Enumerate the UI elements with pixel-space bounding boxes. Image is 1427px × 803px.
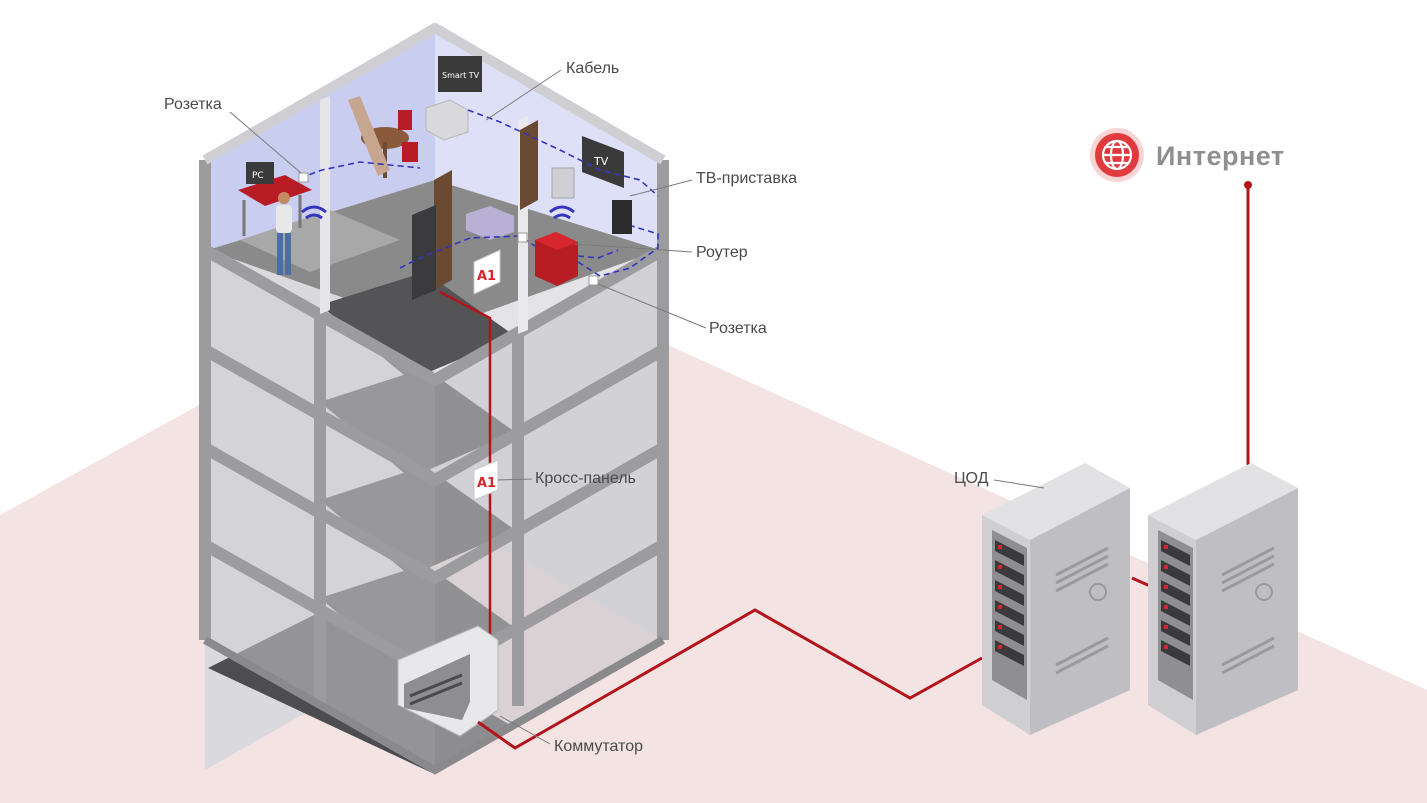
trunk-cable [477,608,983,750]
router-device [535,232,578,286]
label-switch: Коммутатор [554,738,644,755]
router-wifi-icon [549,205,575,220]
person [276,192,292,275]
building: PC Smart TV TV [199,23,669,775]
label-tv-box: ТВ-приставка [696,170,798,187]
door-2 [434,170,452,290]
brand-logo-2: A1 [477,476,496,491]
label-outlet-left: Розетка [164,96,222,113]
riser-cable [439,290,492,712]
cross-panel-device: A1 [473,459,499,501]
label-cable: Кабель [566,60,620,77]
rack-link-cable [1131,576,1151,588]
brand-logo-1: A1 [477,269,496,284]
door-1 [520,120,538,210]
roof-edge [202,23,666,165]
label-cross-panel: Кросс-панель [535,470,636,487]
smart-tv-label: Smart TV [442,71,480,80]
partition-wall [320,96,330,314]
building-base [203,636,665,775]
globe-icon [1090,128,1144,182]
pc-screen-label: PC [252,171,264,181]
switch-cabinet [397,625,499,737]
label-data-center: ЦОД [954,470,989,487]
wifi-icon [301,205,327,220]
server-rack-1 [982,463,1130,735]
outlet-mid-device [517,232,528,243]
floor-slab-1 [320,272,515,380]
outlet-right-device [588,275,599,286]
tv-box [612,200,632,234]
leader-lines [229,69,1045,745]
tv-label: TV [593,155,609,168]
uplink-end-dot [1244,181,1252,189]
sink [466,206,514,240]
appliance [551,167,575,199]
pc-desk: PC [238,162,312,236]
label-internet: Интернет [1156,141,1285,171]
server-rack-2 [1148,463,1298,735]
top-room-right-wall [435,32,660,250]
door-3 [412,205,436,300]
outlet-left-device [298,172,309,183]
smart-tv: Smart TV [425,56,482,141]
tv: TV [582,136,624,188]
label-router: Роутер [696,244,748,261]
apartment-cross-box: A1 [473,249,501,295]
sofa [348,96,390,176]
label-outlet-right: Розетка [709,320,767,337]
